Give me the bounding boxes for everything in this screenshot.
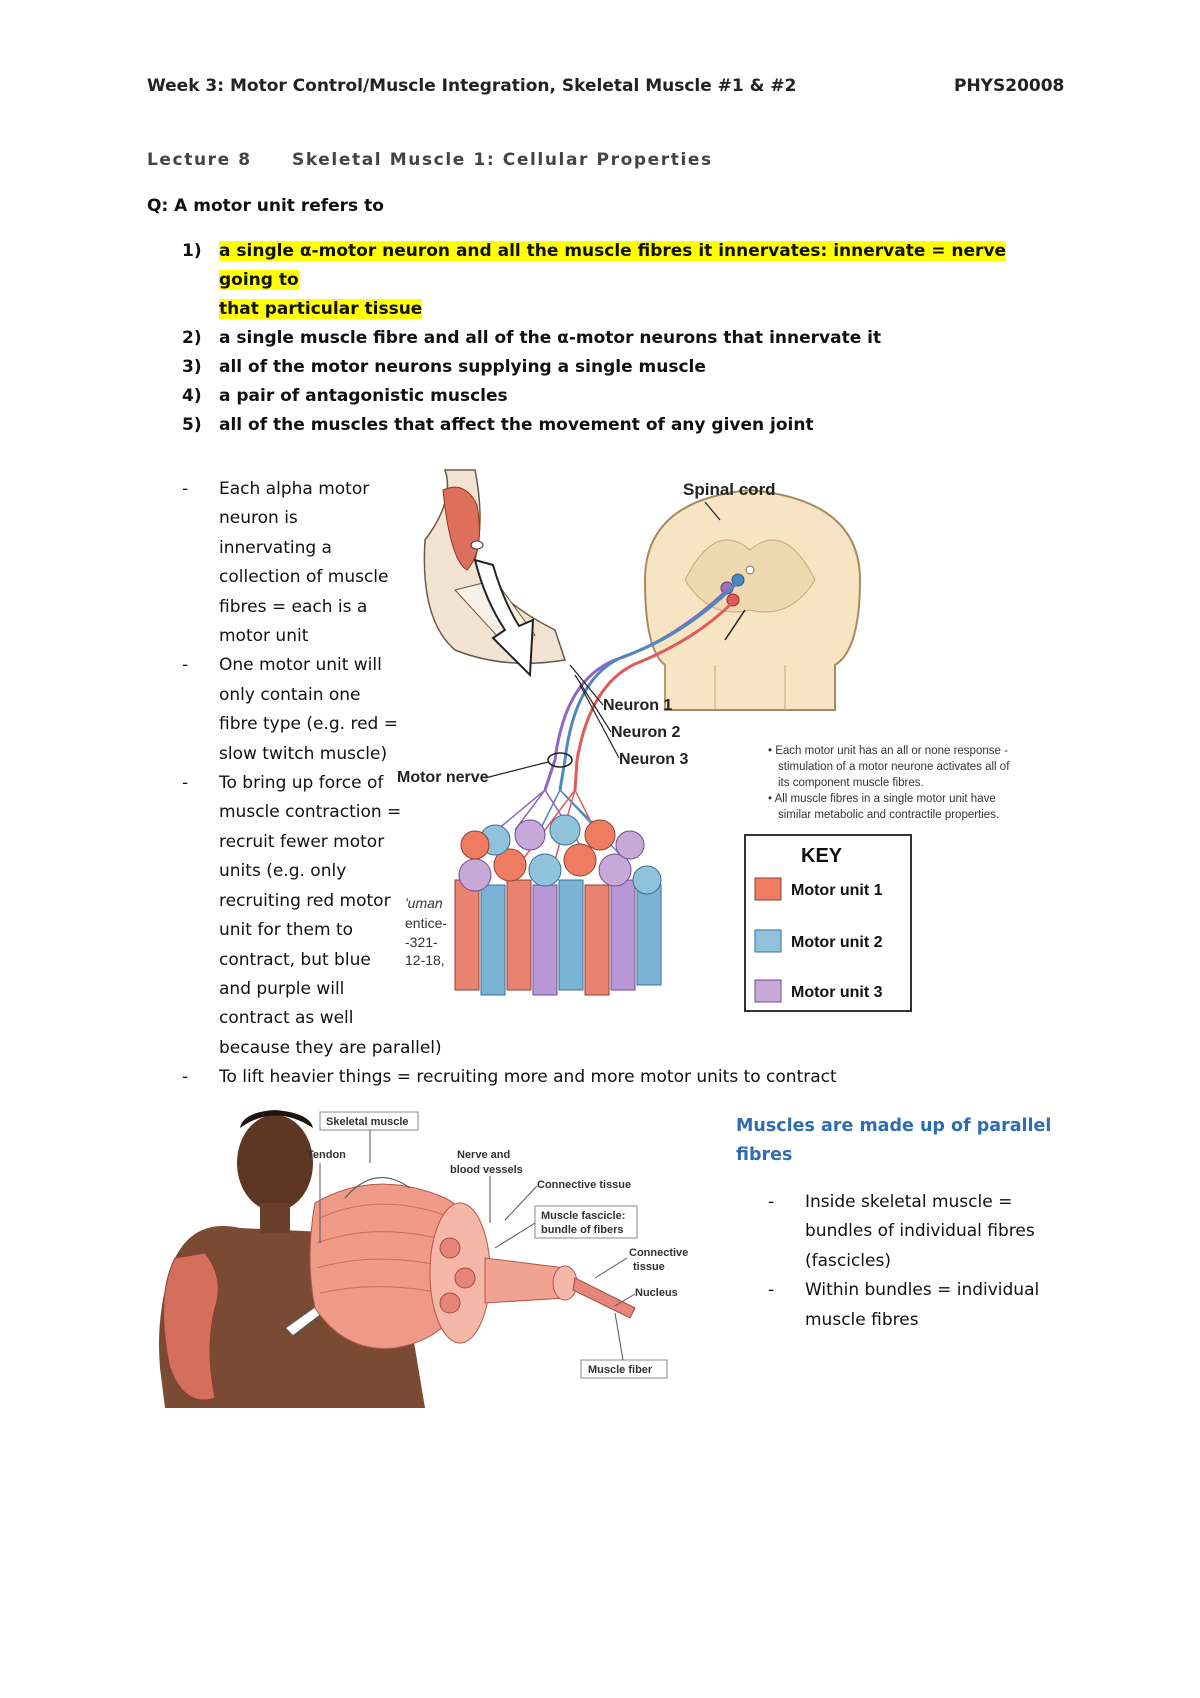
side-heading: Muscles are made up of parallel: [736, 1116, 1052, 1136]
option-text: a pair of antagonistic muscles: [219, 386, 508, 406]
option-number: 2): [182, 328, 202, 348]
option-number: 5): [182, 415, 202, 435]
side-bullet: - Inside skeletal muscle = bundles of in…: [768, 1192, 1035, 1271]
lecture-number: Lecture 8: [147, 150, 252, 170]
key-swatch-unit2: [754, 929, 782, 953]
label-neuron-3: Neuron 3: [619, 751, 688, 768]
answer-option: 5) all of the muscles that affect the mo…: [182, 411, 1062, 440]
key-swatch-unit3: [754, 979, 782, 1003]
label-nerve-vessels: Nerve and: [457, 1149, 510, 1161]
answer-option: 1) a single α-motor neuron and all the m…: [182, 237, 1062, 324]
label-neuron-1: Neuron 1: [603, 697, 672, 714]
note-bullet: - To lift heavier things = recruiting mo…: [182, 1067, 837, 1087]
side-notes: Muscles are made up of parallel fibres -…: [736, 1112, 1076, 1335]
figure-key: KEY Motor unit 1 Motor unit 2 Motor unit…: [744, 834, 912, 1012]
header-title: Week 3: Motor Control/Muscle Integration…: [147, 76, 797, 96]
svg-text:similar metabolic and contract: similar metabolic and contractile proper…: [778, 809, 999, 821]
label-neuron-2: Neuron 2: [611, 724, 680, 741]
answer-option: 4) a pair of antagonistic muscles: [182, 382, 1062, 411]
svg-text:bundle of fibers: bundle of fibers: [541, 1224, 624, 1236]
option-number: 1): [182, 241, 202, 261]
arm-illustration: [423, 469, 566, 665]
key-label-unit3: Motor unit 3: [791, 984, 883, 1001]
answer-options: 1) a single α-motor neuron and all the m…: [182, 237, 1062, 440]
skeletal-muscle-figure: Skeletal muscle Tendon Nerve and blood v…: [159, 1110, 688, 1408]
label-muscle-fiber: Muscle fiber: [588, 1364, 653, 1376]
motor-unit-figure: Spinal cord Neuron 1 Neuron 2 Neuron 3 M…: [397, 469, 1010, 1012]
label-leaders: [319, 1130, 636, 1361]
svg-text:blood vessels: blood vessels: [450, 1164, 523, 1176]
label-skeletal-muscle: Skeletal muscle: [326, 1116, 409, 1128]
svg-text:• All muscle fibres in a singl: • All muscle fibres in a single motor un…: [768, 793, 996, 805]
key-label-unit1: Motor unit 1: [791, 882, 883, 899]
lecture-title: Skeletal Muscle 1: Cellular Properties: [292, 150, 713, 170]
figure-note: • Each motor unit has an all or none res…: [768, 745, 1010, 821]
key-swatch-unit1: [754, 877, 782, 901]
option-number: 3): [182, 357, 202, 377]
key-label-unit2: Motor unit 2: [791, 934, 883, 951]
label-muscle-fascicle: Muscle fascicle:: [541, 1210, 625, 1222]
label-spinal-cord: Spinal cord: [683, 480, 776, 499]
option-text: all of the muscles that affect the movem…: [219, 415, 814, 435]
course-code: PHYS20008: [954, 76, 1065, 96]
svg-text:-321-: -321-: [405, 934, 438, 950]
svg-text:entice-: entice-: [405, 915, 447, 931]
notes-list: - Each alpha motor neuron is innervating…: [182, 475, 482, 1063]
svg-text:tissue: tissue: [633, 1261, 665, 1273]
figure2-labels: Skeletal muscle Tendon Nerve and blood v…: [307, 1111, 688, 1379]
svg-text:its component muscle fibres.: its component muscle fibres.: [778, 777, 924, 789]
arrow-icon: [473, 558, 535, 678]
answer-option: 3) all of the motor neurons supplying a …: [182, 353, 1062, 382]
key-title: KEY: [801, 845, 843, 867]
label-tendon: Tendon: [307, 1149, 346, 1161]
option-text-continued: that particular tissue: [219, 299, 423, 319]
label-connective-tissue-2: Connective: [629, 1247, 688, 1259]
option-text: all of the motor neurons supplying a sin…: [219, 357, 706, 377]
label-nucleus: Nucleus: [635, 1287, 678, 1299]
option-text: a single muscle fibre and all of the α-m…: [219, 328, 882, 348]
svg-text:stimulation of a motor neurone: stimulation of a motor neurone activates…: [778, 761, 1010, 773]
label-motor-nerve: Motor nerve: [397, 769, 489, 786]
muscle-fibre-bundle: [454, 814, 662, 996]
spinal-cord-illustration: [643, 488, 862, 711]
svg-text:12-18,: 12-18,: [405, 952, 445, 968]
note-bullet: - Each alpha motor neuron is innervating…: [182, 479, 389, 647]
neuron-axons: [543, 580, 740, 791]
option-number: 4): [182, 386, 202, 406]
cropped-caption: 'uman: [405, 895, 443, 911]
answer-option: 2) a single muscle fibre and all of the …: [182, 324, 1062, 353]
svg-text:• Each motor unit has an all o: • Each motor unit has an all or none res…: [768, 745, 1008, 757]
side-bullet: - Within bundles = individual muscle fib…: [768, 1280, 1040, 1330]
muscle-illustration: [309, 1183, 636, 1349]
note-bullet: - One motor unit will only contain one f…: [182, 655, 398, 764]
question-text: Q: A motor unit refers to: [147, 196, 384, 216]
label-connective-tissue: Connective tissue: [537, 1179, 631, 1191]
note-bullet: - To bring up force of muscle contractio…: [182, 773, 442, 1058]
option-text: a single α-motor neuron and all the musc…: [219, 241, 1007, 290]
